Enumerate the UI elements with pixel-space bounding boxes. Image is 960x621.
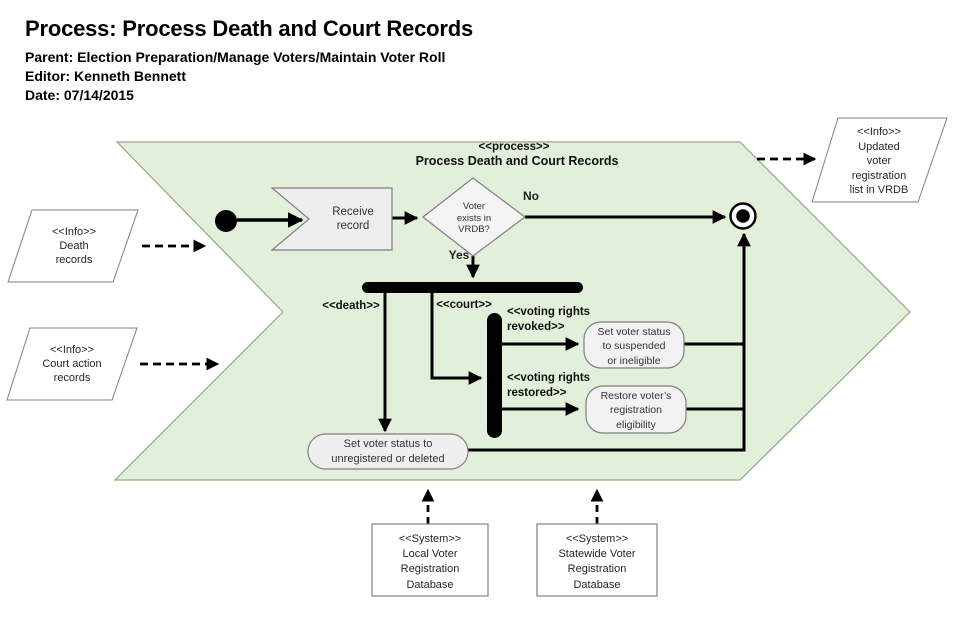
page-title: Process: Process Death and Court Records <box>25 16 474 41</box>
yes-label: Yes <box>448 248 470 262</box>
action-suspend-box <box>583 321 685 369</box>
court-records-label: <<Info>> Court action records <box>42 344 102 384</box>
decision-label: Voter exists in VRDB? <box>456 201 492 235</box>
receive-record-shape <box>270 187 393 251</box>
decision-diamond <box>422 177 526 257</box>
revoked-label: <<voting rights revoked>> <box>507 306 591 333</box>
action-restore-box <box>585 385 687 434</box>
process-title: Process Death and Court Records <box>415 154 619 168</box>
action-restore-label: Restore voter’s registration eligibility <box>600 390 672 431</box>
process-stereotype: <<process>> <box>478 141 550 153</box>
fork-bar-vertical <box>487 313 502 438</box>
no-label: No <box>523 189 539 203</box>
statewide-db-label: <<System>> Statewide Voter Registration … <box>558 533 636 591</box>
editor-line: Editor: Kenneth Bennett <box>25 68 186 84</box>
court-records-parallelogram <box>6 327 138 401</box>
death-branch-label: <<death>> <box>322 300 380 312</box>
death-records-label: <<Info>> Death records <box>51 226 97 266</box>
restored-label: <<voting rights restored>> <box>507 372 591 399</box>
local-db-label: <<System>> Local Voter Registration Data… <box>398 533 462 591</box>
updated-list-label: <<Info>> Updated voter registration list… <box>849 126 909 196</box>
death-records-parallelogram <box>7 209 139 283</box>
action-suspend-label: Set voter status to suspended or ineligi… <box>597 326 671 367</box>
statewide-db-box <box>536 523 658 597</box>
flow-arrow-court-branch <box>430 293 483 385</box>
end-node-dot <box>736 209 750 223</box>
receive-record-label: Receive record <box>332 206 374 232</box>
updated-list-parallelogram <box>811 117 948 203</box>
start-node <box>215 210 237 232</box>
action-unregister-box <box>307 433 469 470</box>
date-line: Date: 07/14/2015 <box>25 87 134 103</box>
fork-bar-horizontal <box>362 282 583 293</box>
flow-line-collector-to-end <box>468 232 751 452</box>
parent-line: Parent: Election Preparation/Manage Vote… <box>25 49 446 65</box>
court-branch-label: <<court>> <box>436 299 492 311</box>
action-unregister-label: Set voter status to unregistered or dele… <box>331 438 445 465</box>
local-db-box <box>371 523 489 597</box>
